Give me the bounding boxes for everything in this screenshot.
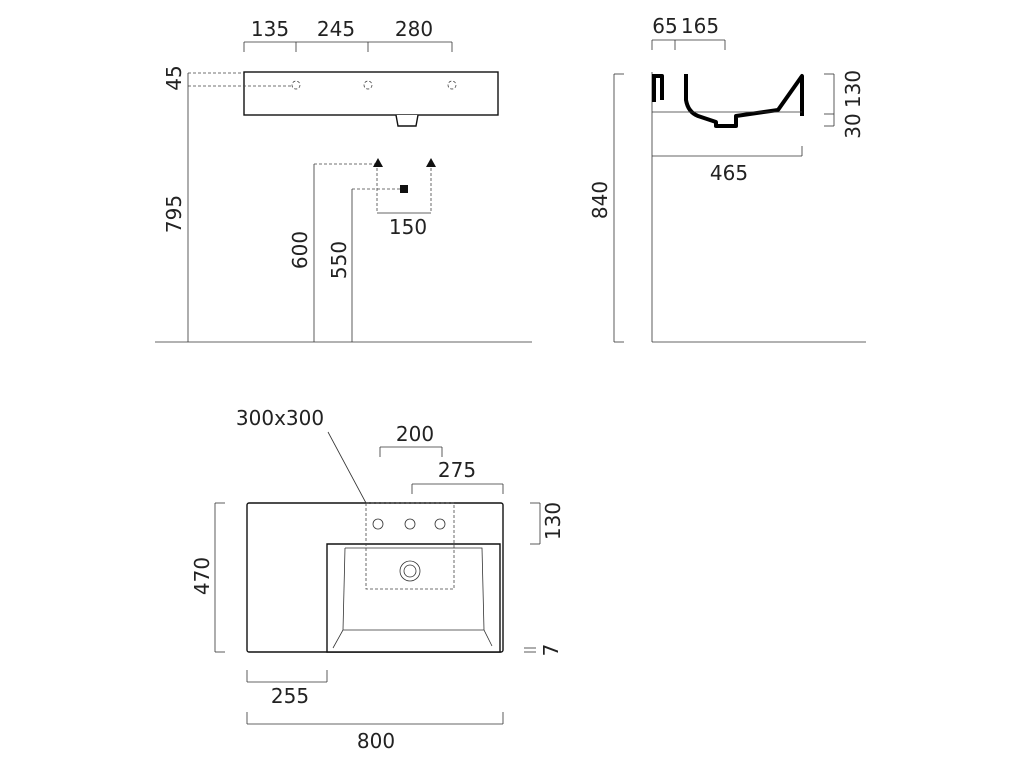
dim-275: 275 bbox=[438, 458, 476, 482]
basin-front bbox=[243, 71, 499, 116]
tap-hole-center bbox=[363, 80, 373, 90]
dim-65: 65 bbox=[652, 14, 677, 38]
side-view: 65 165 130 30 465 840 bbox=[588, 14, 866, 343]
tap-hole-top-right bbox=[434, 518, 446, 530]
dim-7: 7 bbox=[539, 644, 563, 657]
dim-300x300: 300x300 bbox=[236, 406, 324, 430]
tap-hole-top-center bbox=[404, 518, 416, 530]
dim-30: 30 bbox=[841, 113, 865, 138]
bowl-outline bbox=[326, 543, 501, 653]
dim-45: 45 bbox=[162, 65, 186, 90]
dim-550: 550 bbox=[327, 241, 351, 279]
tap-hole-top-left bbox=[372, 518, 384, 530]
hot-water-icon bbox=[373, 158, 383, 167]
basin-section bbox=[652, 74, 804, 128]
dim-470: 470 bbox=[190, 557, 214, 595]
dim-200: 200 bbox=[396, 422, 434, 446]
tap-zone-300x300 bbox=[365, 502, 455, 590]
dim-135: 135 bbox=[251, 17, 289, 41]
dim-130-side: 130 bbox=[841, 70, 865, 108]
drain-connection-icon bbox=[400, 185, 408, 193]
bowl-inner bbox=[332, 547, 493, 649]
cold-water-icon bbox=[426, 158, 436, 167]
front-view: 135 245 280 45 795 150 600 550 bbox=[155, 17, 532, 343]
top-view: 300x300 200 275 130 7 470 255 bbox=[190, 406, 565, 753]
tap-hole-left bbox=[291, 80, 301, 90]
dim-840: 840 bbox=[588, 181, 612, 219]
drain-icon bbox=[399, 560, 421, 582]
dim-150: 150 bbox=[389, 215, 427, 239]
dim-280: 280 bbox=[395, 17, 433, 41]
dim-800: 800 bbox=[357, 729, 395, 753]
dim-130-top: 130 bbox=[541, 502, 565, 540]
dim-255: 255 bbox=[271, 684, 309, 708]
dim-165: 165 bbox=[681, 14, 719, 38]
tap-hole-right bbox=[447, 80, 457, 90]
drain-outlet bbox=[395, 114, 419, 127]
dim-465: 465 bbox=[710, 161, 748, 185]
dim-245: 245 bbox=[317, 17, 355, 41]
dim-795: 795 bbox=[162, 195, 186, 233]
dim-600: 600 bbox=[288, 231, 312, 269]
